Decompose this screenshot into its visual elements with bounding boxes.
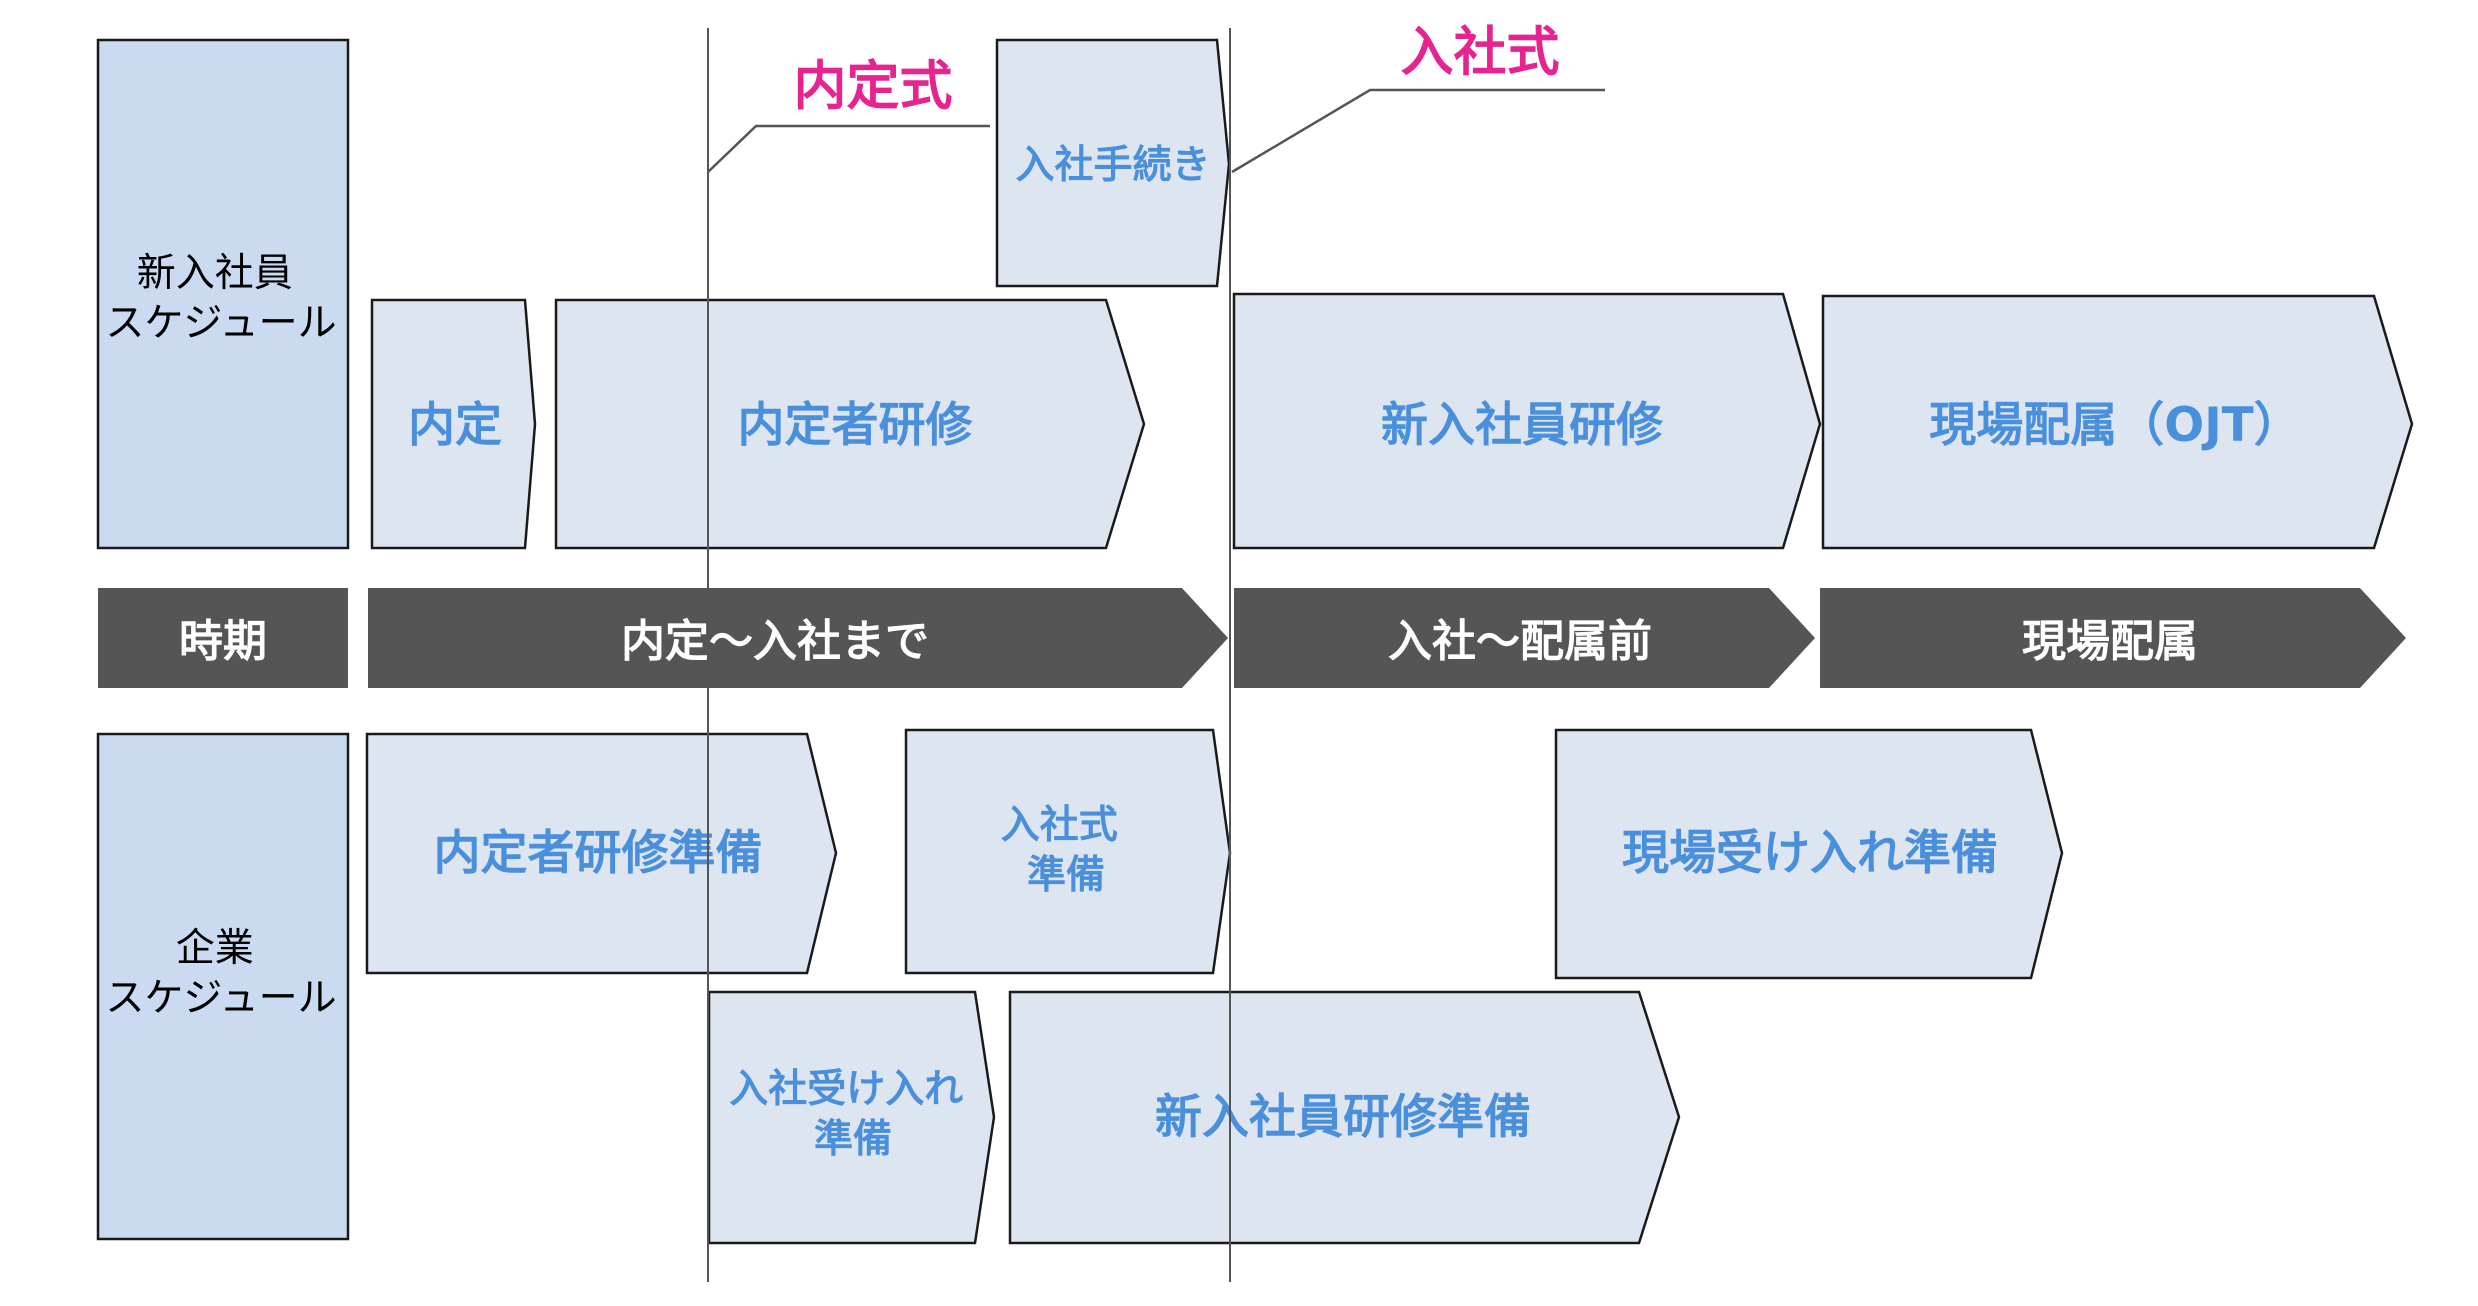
period-before-assign [1234,588,1815,688]
block-shinnyu-kenshu-junbi [1008,990,1681,1245]
block-naiteisha-kenshu-junbi-label: 内定者研修準備 [434,826,763,881]
callout-leader-naiteishiki [707,124,990,173]
milestone-nyushashiki: 入社式 [1401,22,1560,83]
block-genba-ukeire-junbi [1554,728,2064,980]
block-nyusha-tetsuzuki [995,38,1231,288]
row-header-new-hire-label: 新入社員 スケジュール [105,251,336,346]
block-naitei [370,298,537,550]
block-shinnyu-kenshu-junbi-label: 新入社員研修準備 [1155,1090,1531,1145]
period-assigned [1820,588,2406,688]
block-naiteisha-kenshu-junbi [365,732,838,975]
period-before-assign-label: 入社～配属前 [1388,616,1652,667]
period-until-join-label: 内定～入社まで [621,616,929,667]
block-shinnyu-kenshu [1232,292,1822,550]
callout-leader-nyushashiki [1231,88,1605,174]
row-header-company-label: 企業 スケジュール [105,926,336,1021]
block-genba-ukeire-junbi-label: 現場受け入れ準備 [1622,826,1998,881]
period-header [98,588,348,688]
row-header-new-hire [96,38,350,550]
block-naiteisha-kenshu [554,298,1146,550]
block-nyusha-tetsuzuki-label: 入社手続き [1015,143,1210,188]
block-shinnyu-kenshu-label: 新入社員研修 [1381,398,1664,453]
milestone-naiteishiki: 内定式 [794,56,953,117]
block-genba-haizoku [1821,294,2414,550]
block-nyusha-ukeire-junbi-label: 入社受け入れ 準備 [729,1067,977,1162]
period-header-label: 時期 [179,616,267,667]
block-naiteisha-kenshu-label: 内定者研修 [738,398,974,453]
block-nyushashiki-junbi [904,728,1232,975]
period-until-join [368,588,1228,688]
block-naitei-label: 内定 [408,398,502,453]
row-header-company [96,732,350,1241]
block-nyushashiki-junbi-label: 入社式 準備 [1001,803,1132,898]
period-assigned-label: 現場配属 [2022,616,2198,667]
block-genba-haizoku-label: 現場配属（OJT） [1929,398,2301,453]
